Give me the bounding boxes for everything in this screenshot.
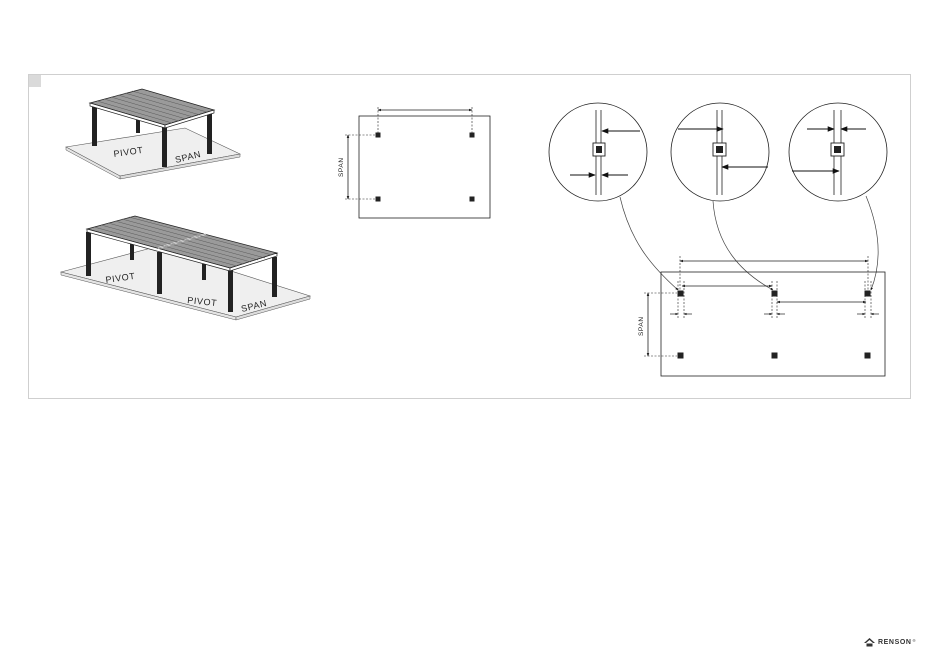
post-footprint xyxy=(470,133,474,137)
post xyxy=(272,257,277,297)
post-footprint xyxy=(772,353,777,358)
renson-logo-icon xyxy=(864,638,875,647)
post xyxy=(228,270,233,312)
post xyxy=(130,244,134,260)
span-label: SPAN xyxy=(638,316,645,336)
detail-circle-2 xyxy=(671,103,769,201)
registered-mark: ® xyxy=(913,638,916,643)
post xyxy=(92,106,97,146)
pergola-double-illustration: PIVOT PIVOT SPAN xyxy=(61,216,310,320)
louvered-roof xyxy=(90,89,214,125)
post-footprint xyxy=(772,291,777,296)
post xyxy=(86,232,91,276)
post-footprint xyxy=(865,353,870,358)
post-icon xyxy=(596,146,602,153)
post xyxy=(207,112,212,154)
plan-view-single xyxy=(345,107,490,218)
post-footprint xyxy=(470,197,474,201)
detail-connectors xyxy=(620,196,878,290)
post xyxy=(157,252,162,294)
logo-text: RENSON xyxy=(878,639,912,646)
pergola-single-illustration: PIVOT SPAN xyxy=(66,89,240,179)
post-icon xyxy=(716,146,723,153)
span-label: SPAN xyxy=(338,157,345,177)
post-icon xyxy=(834,146,841,153)
plan-view-double xyxy=(644,256,885,376)
post-footprint xyxy=(376,197,380,201)
renson-logo: RENSON ® xyxy=(864,638,916,647)
post xyxy=(202,264,206,280)
post-footprint xyxy=(678,291,683,296)
post-footprint xyxy=(376,133,380,137)
post-footprint xyxy=(865,291,870,296)
detail-circle-3 xyxy=(789,103,887,201)
post-footprint xyxy=(678,353,683,358)
detail-circle-1 xyxy=(549,103,647,201)
